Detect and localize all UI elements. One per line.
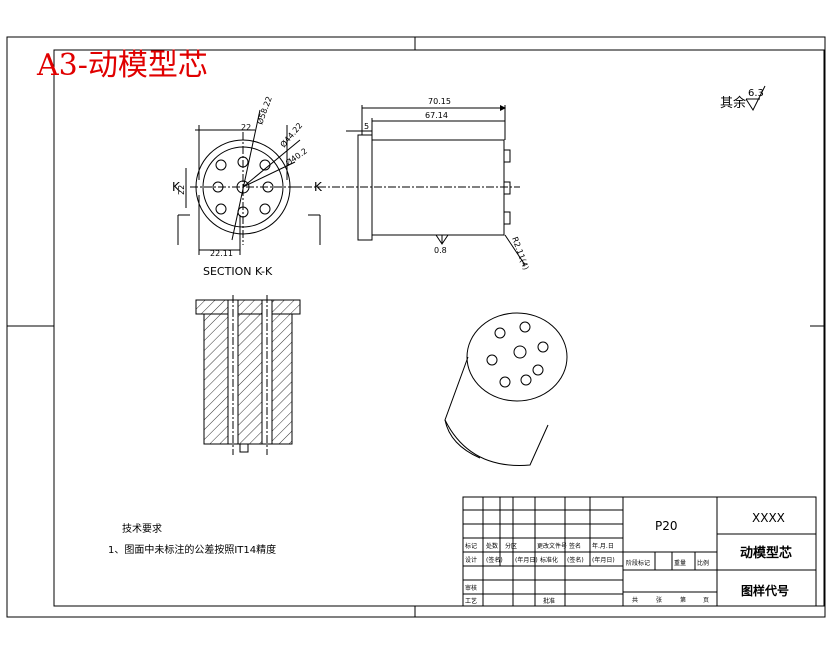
tb-std: 标准化 xyxy=(540,556,558,564)
company-label: XXXX xyxy=(752,511,785,525)
dim-top: 22 xyxy=(241,123,251,132)
drawing-no-label: 图样代号 xyxy=(741,583,789,598)
dim-flange: 5 xyxy=(364,122,369,131)
dim-d1: Ø58.22 xyxy=(254,95,273,126)
tb-design: 设计 xyxy=(465,556,477,564)
surface-finish-note: 其余 6.3 xyxy=(720,85,766,112)
dim-bottom: 22.11 xyxy=(210,249,233,258)
isometric-view xyxy=(444,312,568,466)
tb-zone: 分区 xyxy=(505,542,517,550)
tb-design-date: (年月日) xyxy=(515,556,538,564)
part-name: 动模型芯 xyxy=(740,545,792,561)
tb-sheets2: 页 xyxy=(703,597,709,604)
dim-d2: Ø44.22 xyxy=(278,120,304,149)
sheet-frame xyxy=(6,36,826,618)
section-label: SECTION K-K xyxy=(203,265,273,278)
tb-sheets1: 张 xyxy=(656,596,662,604)
tb-weight: 重量 xyxy=(674,559,686,567)
tech-item-1: 1、图面中未标注的公差按照IT14精度 xyxy=(108,543,276,556)
sheet-title: A3-动模型芯 xyxy=(36,48,208,83)
dim-overall: 70.15 xyxy=(428,97,451,106)
tb-total: 共 xyxy=(632,596,638,604)
dim-body: 67.14 xyxy=(425,111,448,120)
surface-finish-prefix: 其余 xyxy=(720,95,746,111)
section-kk-view xyxy=(195,295,301,455)
title-block-text: P20 XXXX 动模型芯 图样代号 标记 处数 分区 更改文件号 签名 年.月… xyxy=(465,511,792,605)
tb-sign: 签名 xyxy=(569,542,581,550)
tb-std-date: (年月日) xyxy=(592,556,615,564)
tb-date: 年.月.日 xyxy=(592,542,614,550)
side-view xyxy=(290,105,526,266)
tb-stage: 阶段标记 xyxy=(626,559,650,567)
tb-check: 审核 xyxy=(465,584,477,592)
dim-left: 22 xyxy=(177,185,186,195)
tb-change-doc: 更改文件号 xyxy=(537,542,567,550)
section-view-circle xyxy=(177,109,321,255)
section-mark-left: K xyxy=(172,180,181,194)
tb-approve: 批准 xyxy=(543,597,555,605)
tb-page: 第 xyxy=(680,596,686,604)
tb-design-sign: (签名) xyxy=(486,556,503,564)
tb-std-sign: (签名) xyxy=(567,556,584,564)
dim-radius: R2.11(4) xyxy=(510,236,530,272)
tb-mark: 标记 xyxy=(465,542,477,550)
title-block xyxy=(462,496,817,607)
surface-finish-value: 6.3 xyxy=(748,88,764,99)
roughness-symbol-icon xyxy=(745,85,766,112)
tech-heading: 技术要求 xyxy=(122,522,162,535)
tb-scale: 比例 xyxy=(697,559,709,567)
tb-process: 工艺 xyxy=(465,597,477,605)
material-label: P20 xyxy=(655,519,678,533)
tb-count: 处数 xyxy=(486,542,498,550)
dim-surface: 0.8 xyxy=(434,246,447,255)
